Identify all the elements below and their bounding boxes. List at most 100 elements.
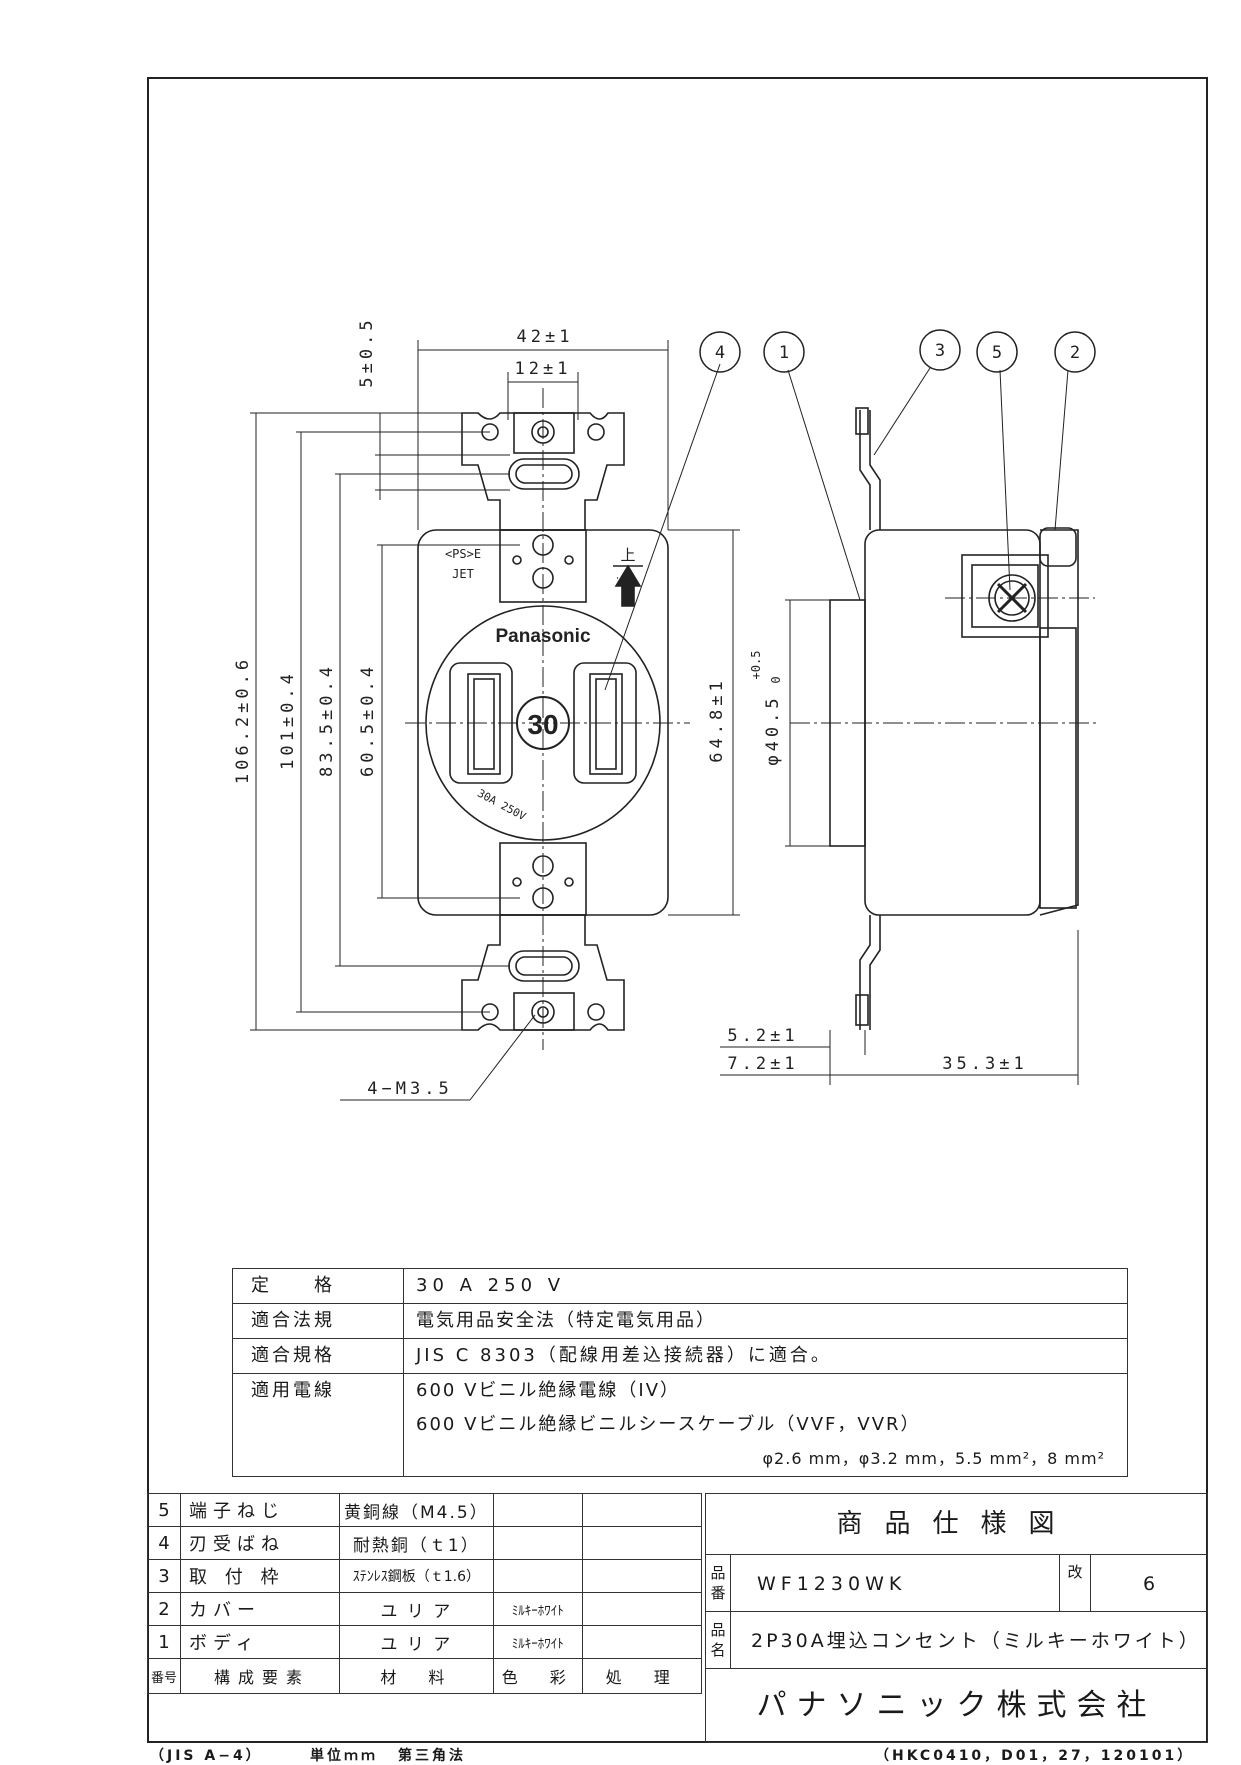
footer-code: （HKC0410，D01，27，120101） bbox=[875, 1748, 1195, 1764]
spec-key: 適合法規 bbox=[232, 1303, 404, 1339]
part-name: 刃受ばね bbox=[180, 1526, 340, 1560]
revision-label: 改 bbox=[1059, 1554, 1091, 1612]
part-row: 4 刃受ばね 耐熱銅（ｔ1） bbox=[147, 1526, 702, 1560]
dim-diameter-tol-plus: +0.5 bbox=[749, 651, 763, 680]
callout-5 bbox=[976, 331, 1018, 373]
dim-side-72: 7.2±1 bbox=[727, 1054, 798, 1074]
brand-logo: Panasonic bbox=[495, 626, 590, 647]
spec-value: 30 A 250 V bbox=[403, 1268, 1128, 1304]
spec-key: 定 格 bbox=[232, 1268, 404, 1304]
spec-value: JIS C 8303（配線用差込接続器）に適合。 bbox=[403, 1338, 1128, 1374]
product-name: 2P30A埋込コンセント（ミルキーホワイト） bbox=[730, 1611, 1208, 1669]
model-number: WF1230WK bbox=[730, 1554, 1060, 1612]
spec-row-standard: 適合規格 JIS C 8303（配線用差込接続器）に適合。 bbox=[232, 1338, 1128, 1374]
footer-paper: （JIS A−4） bbox=[150, 1748, 263, 1764]
spec-key: 適合規格 bbox=[232, 1338, 404, 1374]
part-row: 1 ボディ ユ リ ア ﾐﾙｷｰﾎﾜｲﾄ bbox=[147, 1625, 702, 1659]
dim-64: 64.8±1 bbox=[707, 677, 727, 762]
side-view bbox=[790, 407, 1100, 1030]
name-label-text: 品名 bbox=[710, 1621, 726, 1659]
part-material: ユ リ ア bbox=[339, 1625, 494, 1659]
model-label: 品番 bbox=[705, 1554, 731, 1612]
dim-h-101: 101±0.4 bbox=[278, 670, 298, 770]
dim-side-353: 35.3±1 bbox=[942, 1054, 1027, 1074]
parts-table: 5 端子ねじ 黄銅線（M4.5） 4 刃受ばね 耐熱銅（ｔ1） 3 取 付 枠 … bbox=[147, 1493, 702, 1694]
part-no: 1 bbox=[147, 1625, 181, 1659]
callout-5-label: 5 bbox=[992, 343, 1002, 363]
part-color bbox=[492, 1493, 583, 1527]
rating-number: 30 bbox=[527, 709, 558, 740]
part-no: 4 bbox=[147, 1526, 181, 1560]
callout-1-label: 1 bbox=[779, 343, 789, 363]
callout-4 bbox=[699, 331, 741, 373]
dim-screw: 4−M3.5 bbox=[367, 1079, 452, 1099]
part-row: 2 カバー ユ リ ア ﾐﾙｷｰﾎﾜｲﾄ bbox=[147, 1592, 702, 1626]
dim-width-overall: 42±1 bbox=[517, 327, 574, 347]
drawing-frame bbox=[147, 77, 1208, 1743]
dim-width-inner: 12±1 bbox=[515, 359, 572, 379]
dim-top-gap: 5±0.5 bbox=[357, 316, 377, 387]
callout-1 bbox=[763, 331, 805, 373]
spec-key: 適用電線 bbox=[232, 1373, 404, 1477]
callout-2-label: 2 bbox=[1070, 343, 1080, 363]
spec-table: 定 格 30 A 250 V 適合法規 電気用品安全法（特定電気用品） 適合規格… bbox=[232, 1268, 1128, 1477]
header-color: 色 彩 bbox=[492, 1658, 583, 1694]
header-finish: 処 理 bbox=[581, 1658, 702, 1694]
part-material: 黄銅線（M4.5） bbox=[339, 1493, 494, 1527]
part-name: カバー bbox=[180, 1592, 340, 1626]
title-block: 5 端子ねじ 黄銅線（M4.5） 4 刃受ばね 耐熱銅（ｔ1） 3 取 付 枠 … bbox=[147, 1493, 1208, 1743]
dim-side-52: 5.2±1 bbox=[727, 1026, 798, 1046]
dim-h-83: 83.5±0.4 bbox=[317, 663, 337, 777]
wire-line-3: φ2.6 mm，φ3.2 mm，5.5 mm²，8 mm² bbox=[762, 1449, 1105, 1468]
spec-value: 電気用品安全法（特定電気用品） bbox=[403, 1303, 1128, 1339]
spec-row-law: 適合法規 電気用品安全法（特定電気用品） bbox=[232, 1303, 1128, 1339]
part-finish bbox=[581, 1526, 702, 1560]
part-name: 取 付 枠 bbox=[180, 1559, 340, 1593]
part-finish bbox=[581, 1559, 702, 1593]
jet-mark: JET bbox=[452, 567, 474, 581]
wire-line-1: 600 Vビニル絶縁電線（IV） bbox=[416, 1380, 681, 1401]
part-color: ﾐﾙｷｰﾎﾜｲﾄ bbox=[492, 1592, 583, 1626]
callouts bbox=[699, 329, 1096, 373]
part-name: ボディ bbox=[180, 1625, 340, 1659]
part-row: 3 取 付 枠 ｽﾃﾝﾚｽ鋼板（ｔ1.6） bbox=[147, 1559, 702, 1593]
parts-header-row: 番号 構成要素 材 料 色 彩 処 理 bbox=[147, 1658, 702, 1694]
revision-number: 6 bbox=[1090, 1554, 1208, 1612]
callout-3-label: 3 bbox=[935, 341, 945, 361]
header-name: 構成要素 bbox=[180, 1658, 340, 1694]
part-finish bbox=[581, 1592, 702, 1626]
front-view bbox=[405, 388, 690, 1050]
part-no: 5 bbox=[147, 1493, 181, 1527]
part-name: 端子ねじ bbox=[180, 1493, 340, 1527]
part-color bbox=[492, 1526, 583, 1560]
callout-4-label: 4 bbox=[715, 343, 725, 363]
spec-value-wires: 600 Vビニル絶縁電線（IV） 600 Vビニル絶縁ビニルシースケーブル（VV… bbox=[403, 1373, 1128, 1477]
doc-title: 商品仕様図 bbox=[705, 1493, 1208, 1555]
part-finish bbox=[581, 1493, 702, 1527]
part-row: 5 端子ねじ 黄銅線（M4.5） bbox=[147, 1493, 702, 1527]
part-no: 3 bbox=[147, 1559, 181, 1593]
spec-row-wire: 適用電線 600 Vビニル絶縁電線（IV） 600 Vビニル絶縁ビニルシースケー… bbox=[232, 1373, 1128, 1477]
company-name: パナソニック株式会社 bbox=[705, 1668, 1208, 1743]
dim-h-overall: 106.2±0.6 bbox=[233, 656, 253, 784]
model-label-text: 品番 bbox=[710, 1564, 726, 1602]
callout-2 bbox=[1054, 331, 1096, 373]
spec-row-rating: 定 格 30 A 250 V bbox=[232, 1268, 1128, 1304]
part-material: ユ リ ア bbox=[339, 1592, 494, 1626]
part-color: ﾐﾙｷｰﾎﾜｲﾄ bbox=[492, 1625, 583, 1659]
part-material: ｽﾃﾝﾚｽ鋼板（ｔ1.6） bbox=[339, 1559, 494, 1593]
dim-diameter: φ40.5 bbox=[763, 694, 783, 765]
up-mark: 上 bbox=[620, 546, 635, 564]
footer-projection: 第三角法 bbox=[398, 1748, 466, 1764]
name-label: 品名 bbox=[705, 1611, 731, 1669]
ps-mark: <PS>E bbox=[445, 547, 481, 561]
footer-unit: 単位ｍｍ bbox=[310, 1748, 378, 1764]
callout-3 bbox=[919, 329, 961, 371]
dim-diameter-tol-minus: 0 bbox=[769, 676, 783, 683]
header-no: 番号 bbox=[147, 1658, 181, 1694]
part-material: 耐熱銅（ｔ1） bbox=[339, 1526, 494, 1560]
part-finish bbox=[581, 1625, 702, 1659]
header-material: 材 料 bbox=[339, 1658, 494, 1694]
part-color bbox=[492, 1559, 583, 1593]
